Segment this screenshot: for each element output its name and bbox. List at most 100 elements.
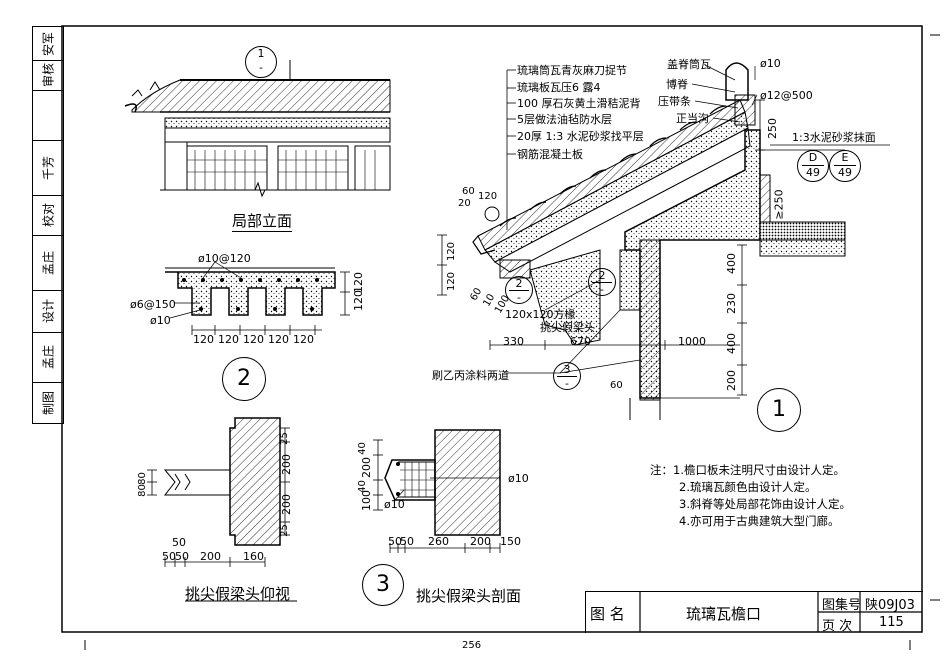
detail1-layer-2: 琉璃板瓦压6 露4 [517, 81, 601, 94]
detail1-small-dim: 60 [610, 380, 623, 391]
detail1-small-dim: 20 [458, 198, 471, 209]
atlas-value: 陕09J03 [865, 598, 915, 613]
detail1-dim-v: 230 [725, 293, 738, 314]
detail2-section [165, 261, 350, 335]
page-value: 115 [879, 615, 904, 630]
detail1-label: 1 [757, 388, 801, 432]
detail1-dim-v: 400 [725, 253, 738, 274]
detail1-small-dim: 120 [446, 271, 458, 292]
section3-dim-v: 40 [356, 442, 368, 455]
sig-cell-role-4: 孟庄 [33, 235, 63, 291]
detail2-rebar-side1: ø6@150 [130, 298, 176, 311]
section3-rebar-a: ø10 [384, 498, 405, 511]
note-item-4: 4.亦可用于古典建筑大型门廊。 [679, 514, 840, 528]
title-name-label: 图 名 [590, 605, 625, 623]
detail1-ridge-label-2: 博脊 [666, 78, 688, 91]
detail1-sec-ref-3: 3- [553, 362, 581, 390]
underside-dim-v: 25 [278, 432, 290, 445]
section3-dim-bottom: 150 [500, 535, 521, 548]
detail2-dim: 120 [243, 333, 264, 346]
section3-caption: 挑尖假梁头剖面 [416, 587, 522, 605]
detail1-rebar-ridge2: ø12@500 [760, 89, 813, 102]
sig-cell-role-3: 校对 [33, 195, 63, 236]
detail1-layer-4: 5层做法油毡防水层 [517, 113, 612, 126]
detail1-dim-h: 1000 [678, 335, 706, 348]
sig-cell-role-6: 孟庄 [33, 332, 63, 383]
detail1-paint-note: 刷乙丙涂料两道 [432, 369, 509, 382]
sig-cell-role-1: 审定审核 [33, 60, 63, 91]
underside-dim-bottom: 50 [162, 550, 176, 563]
signature-strip: 安军 审定审核 千芳 校对 孟庄 设计 孟庄 制图 [32, 26, 64, 424]
notes-block: 注：1.檐口板未注明尺寸由设计人定。 2.琉璃瓦颜色由设计人定。 3.斜脊等处局… [650, 463, 851, 528]
underside-dim-left: 80 [136, 472, 148, 485]
page-label: 页 次 [822, 619, 853, 634]
detail1-dim-h: 670 [570, 335, 591, 348]
underside-caption: 挑尖假梁头仰视 [185, 585, 291, 603]
title-block: 图 名 琉璃瓦檐口 图集号 陕09J03 页 次 115 [585, 591, 923, 634]
detail1-dim-h: 330 [503, 335, 524, 348]
detail2-dim: 120 [193, 333, 214, 346]
sig-cell-sign-2 [33, 90, 63, 141]
detail1-beam-label: 120x120方椽 [505, 308, 576, 321]
underside-dim-bottom: 50 [175, 550, 189, 563]
underside-dim-v: 200 [280, 494, 293, 515]
section3-dim-v: 100 [360, 490, 373, 511]
detail1-section [437, 62, 890, 420]
sig-cell-sign-1: 安军 [33, 27, 63, 61]
elevation-caption: 局部立面 [232, 212, 293, 232]
note-item-1: 1.檐口板未注明尺寸由设计人定。 [673, 463, 845, 477]
page-number: 256 [462, 640, 482, 651]
detail1-dim-250b: ≥250 [772, 189, 786, 220]
section3-dim-bottom: 50 [388, 535, 402, 548]
detail1-mortar-label: 1:3水泥砂浆抹面 [792, 131, 876, 144]
detail2-dim: 120 [293, 333, 314, 346]
detail2-dim: 120 [268, 333, 289, 346]
detail1-small-dim: 120 [446, 241, 458, 262]
title-block-lines [639, 591, 922, 632]
section3-dim-bottom: 260 [428, 535, 449, 548]
sig-cell-role-7: 制图 [41, 390, 56, 415]
underside-dim-v: 200 [280, 454, 293, 475]
section3-rebar-b: ø10 [508, 472, 529, 485]
detail2-rebar-side2: ø10 [150, 314, 171, 327]
detail1-ridge-label-3: 压带条 [658, 95, 691, 108]
detail1-ridge-label-1: 盖脊筒瓦 [667, 58, 711, 71]
section3-dim-bottom: 50 [400, 535, 414, 548]
elevation-view [124, 60, 391, 198]
detail1-dim-v: 400 [725, 333, 738, 354]
detail1-layer-5: 20厚 1:3 水泥砂浆找平层 [517, 130, 644, 143]
note-item-3: 3.斜脊等处局部花饰由设计人定。 [679, 497, 851, 511]
detail1-small-dim: 120 [478, 191, 498, 202]
detail1-rebar-ridge: ø10 [760, 57, 781, 70]
detail2-label: 2 [222, 357, 266, 401]
section3-dim-v: 200 [360, 457, 373, 478]
underside-dim-left: 80 [136, 484, 148, 497]
section3-label: 3 [362, 564, 404, 606]
detail1-small-dim: 60 [462, 186, 475, 197]
underside-view [147, 417, 297, 602]
detail1-dim-v: 200 [725, 370, 738, 391]
detail2-rebar-top: ø10@120 [198, 252, 251, 265]
sig-cell-role-5: 设计 [33, 290, 63, 333]
note-item-2: 2.琉璃瓦颜色由设计人定。 [679, 480, 817, 494]
atlas-label: 图集号 [822, 598, 862, 613]
detail1-ridge-label-4: 正当沟 [676, 112, 709, 125]
section3-view [373, 429, 501, 553]
detail2-dim: 120 [218, 333, 239, 346]
sheet-border [61, 25, 923, 633]
detail1-layer-3: 100 厚石灰黄土滑秸泥背 [517, 97, 641, 110]
detail1-layer-1: 琉璃筒瓦青灰麻刀捉节 [517, 64, 627, 77]
detail2-dim-side: 120 [352, 290, 365, 311]
elevation-ref-circle: 1- [245, 46, 277, 78]
detail1-sec-ref-2b: 2- [588, 268, 616, 296]
underside-dim-bottom: 200 [200, 550, 221, 563]
underside-dim-bottom: 160 [243, 550, 264, 563]
title-name: 琉璃瓦檐口 [686, 605, 762, 623]
section3-dim-bottom: 200 [470, 535, 491, 548]
detail1-dim-250: 250 [766, 118, 779, 139]
underside-dim-v: 25 [278, 524, 290, 537]
